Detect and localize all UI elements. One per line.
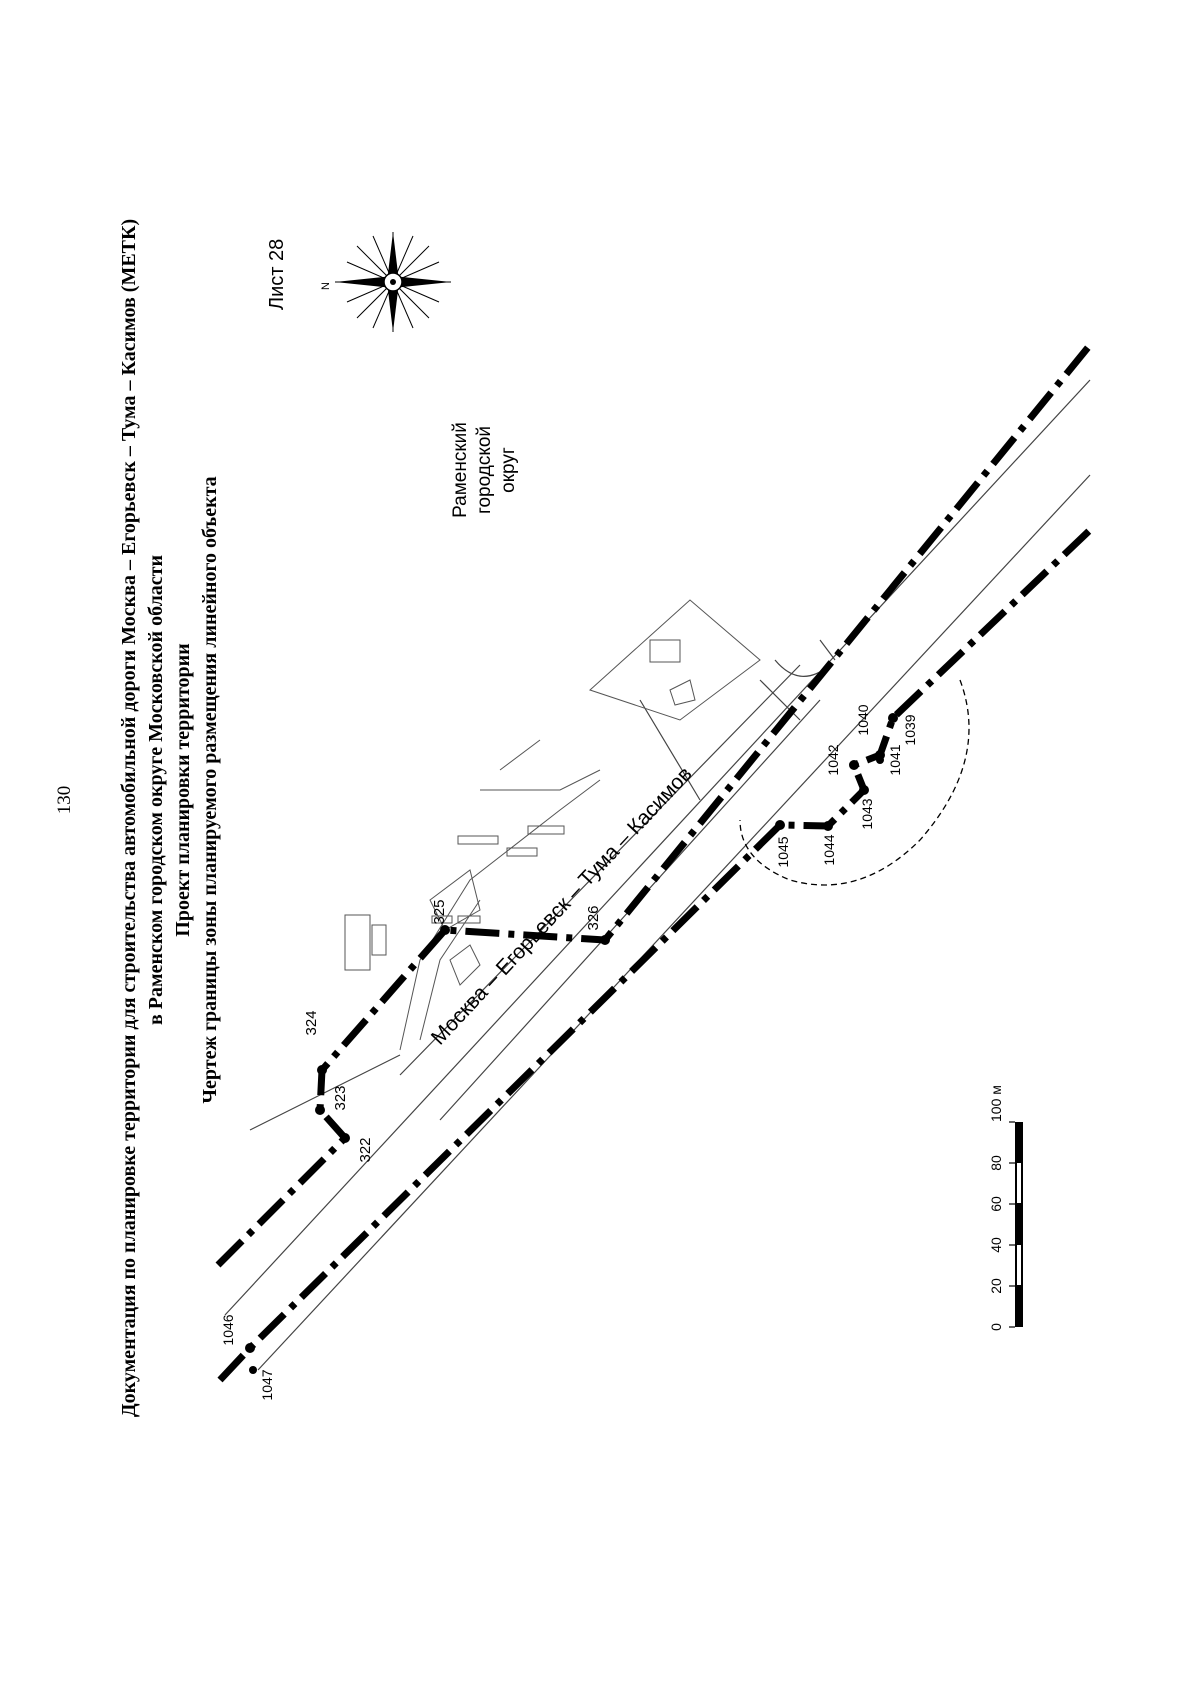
road-lines	[224, 379, 1091, 1371]
svg-text:1039: 1039	[902, 714, 918, 745]
svg-text:1041: 1041	[887, 744, 903, 775]
title-line-4: Чертеж границы зоны планируемого размеще…	[199, 476, 221, 1103]
svg-text:324: 324	[303, 1010, 320, 1035]
title-block: Документация по планировке территории дл…	[118, 219, 221, 1417]
district-label-line-1: Раменский	[450, 422, 471, 518]
svg-text:1045: 1045	[775, 836, 791, 867]
title-line-1: Документация по планировке территории дл…	[118, 219, 140, 1417]
page-number: 130	[54, 786, 75, 815]
boundary-point-1042: 1042	[825, 744, 859, 776]
boundary-point-324: 324	[303, 1010, 327, 1075]
boundary-point-1039: 1039	[888, 713, 918, 746]
boundary-point-1044: 1044	[821, 821, 837, 866]
svg-text:325: 325	[431, 899, 448, 924]
scale-tick-100: 100 м	[988, 1085, 1004, 1122]
boundary-point-325: 325	[431, 899, 450, 935]
svg-text:1043: 1043	[859, 798, 875, 829]
svg-text:1047: 1047	[259, 1369, 275, 1400]
service-area	[344, 599, 761, 1051]
boundary-point-1047: 1047	[249, 1366, 275, 1401]
road-label: Москва – Егорьевск – Тума – Касимов	[427, 762, 697, 1049]
district-label: Раменский городской округ	[450, 422, 519, 518]
boundary-point-1041: 1041	[876, 744, 903, 776]
boundary-point-326: 326	[585, 905, 610, 945]
scale-tick-60: 60	[988, 1196, 1004, 1212]
zone-boundary	[215, 342, 1093, 1383]
scale-bar: 0 20 40 60 80 100 м	[988, 1085, 1023, 1331]
scale-tick-0: 0	[988, 1323, 1004, 1331]
svg-text:1044: 1044	[821, 834, 837, 865]
district-label-line-2: городской	[474, 426, 495, 514]
title-line-3: Проект планировки территории	[172, 643, 194, 936]
title-line-2: в Раменском городском округе Московской …	[145, 555, 167, 1025]
svg-text:1046: 1046	[220, 1314, 236, 1345]
svg-text:1040: 1040	[855, 704, 871, 735]
scale-tick-40: 40	[988, 1237, 1004, 1253]
svg-text:323: 323	[332, 1085, 349, 1110]
scale-tick-20: 20	[988, 1278, 1004, 1294]
boundary-point-1045: 1045	[775, 820, 791, 868]
boundary-point-323: 323	[315, 1085, 349, 1115]
svg-text:326: 326	[585, 905, 602, 930]
compass-letter: N	[320, 282, 332, 290]
boundary-point-1043: 1043	[859, 785, 875, 830]
boundary-point-1046: 1046	[220, 1314, 255, 1353]
district-label-line-3: округ	[498, 447, 519, 493]
sheet-label: Лист 28	[266, 239, 288, 310]
boundary-point-322: 322	[340, 1133, 374, 1163]
boundary-points: 322 323 324 325 326 1039 1040 1041	[220, 704, 918, 1400]
boundary-point-1040: 1040	[855, 704, 885, 760]
scale-tick-80: 80	[988, 1155, 1004, 1171]
compass-rose-icon: N	[320, 232, 451, 332]
svg-text:322: 322	[357, 1137, 374, 1162]
svg-text:1042: 1042	[825, 744, 841, 775]
